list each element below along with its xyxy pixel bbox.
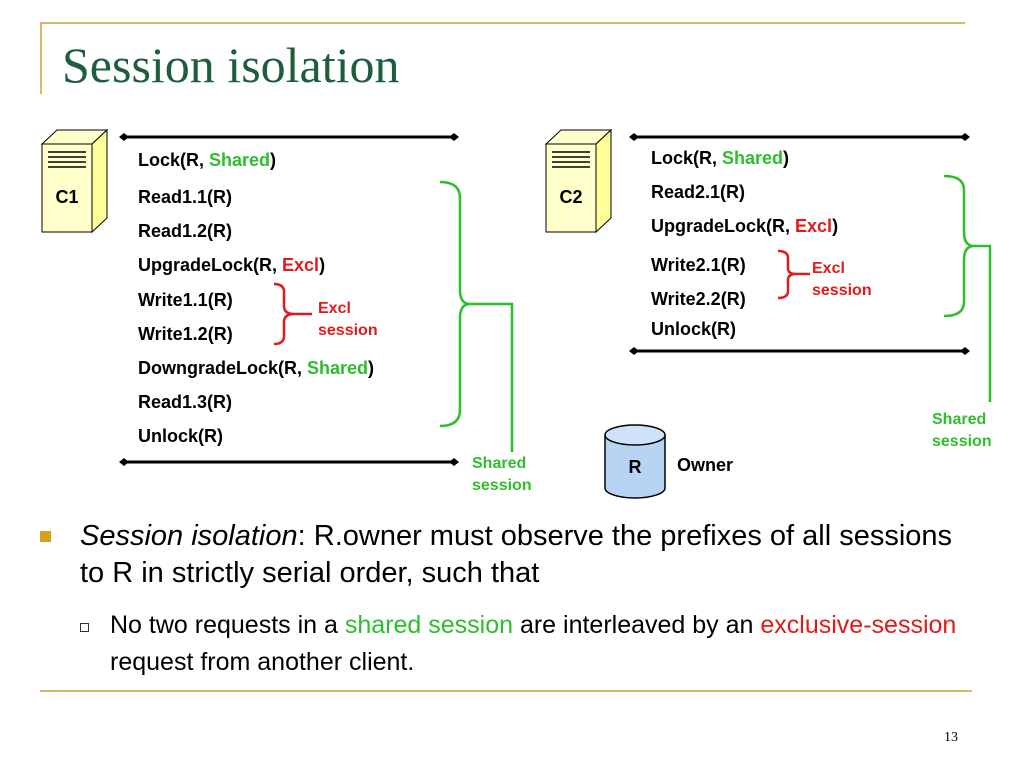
c1-shared-brace <box>439 180 471 428</box>
c1-op-1: Read1.1(R) <box>138 187 233 207</box>
sub-bullet-marker <box>80 623 89 632</box>
frame-left-rule <box>40 22 42 94</box>
bullet-marker <box>40 531 51 542</box>
c2-server-icon <box>544 128 613 234</box>
shared-session-term: shared session <box>344 611 513 639</box>
c2-op-5: Unlock(R) <box>651 319 736 339</box>
frame-top-rule <box>40 22 965 24</box>
c1-op-2: Read1.2(R) <box>138 221 233 241</box>
main-bullet-term: Session isolation <box>80 520 298 552</box>
c1-op-5: Write1.2(R) <box>138 324 233 344</box>
c1-server-icon <box>40 128 109 234</box>
c1-op-0: Lock(R, Shared) <box>138 150 277 170</box>
c1-op-7: Read1.3(R) <box>138 392 233 412</box>
c2-op-3: Write2.1(R) <box>651 255 746 275</box>
c2-op-1: Read2.1(R) <box>651 182 746 202</box>
c1-op-8: Unlock(R) <box>138 426 223 446</box>
page-number: 13 <box>944 730 958 745</box>
c1-bottom-bar <box>119 458 459 466</box>
slide-title: Session isolation <box>62 37 400 93</box>
c1-op-4: Write1.1(R) <box>138 290 233 310</box>
c2-shared-connector <box>974 244 992 402</box>
resource-db-icon <box>604 424 666 499</box>
c2-label: C2 <box>559 187 583 207</box>
c1-excl-brace <box>273 282 295 346</box>
exclusive-session-term: exclusive-session <box>760 611 957 639</box>
c1-op-3: UpgradeLock(R, Excl) <box>138 255 326 275</box>
c2-top-bar <box>629 133 970 141</box>
c2-shared-brace <box>943 174 975 318</box>
owner-label: Owner <box>677 455 734 475</box>
c1-top-bar <box>119 133 459 141</box>
c2-op-0: Lock(R, Shared) <box>651 148 790 168</box>
c2-op-2: UpgradeLock(R, Excl) <box>651 216 839 236</box>
c2-op-4: Write2.2(R) <box>651 289 746 309</box>
c2-excl-brace <box>777 249 797 300</box>
resource-label: R <box>628 457 642 477</box>
sub-bullet: No two requests in a shared session are … <box>110 611 957 676</box>
frame-bottom-rule <box>40 690 972 692</box>
c1-op-6: DowngradeLock(R, Shared) <box>138 358 375 378</box>
c1-label: C1 <box>55 187 79 207</box>
c1-shared-connector <box>470 302 514 452</box>
c2-bottom-bar <box>629 347 970 355</box>
main-bullet-text: : R.owner must observe the prefixes of a… <box>80 520 953 589</box>
main-bullet: Session isolation: R.owner must observe … <box>80 518 960 592</box>
